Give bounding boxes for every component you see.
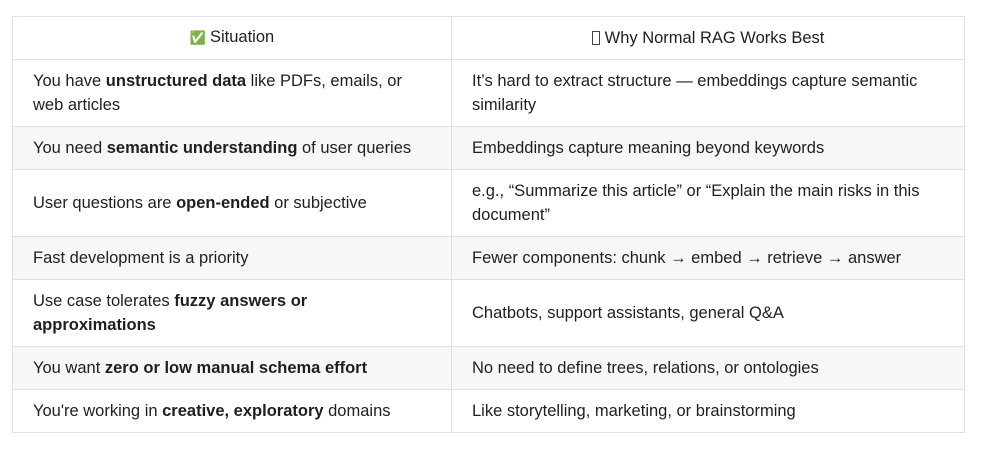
situation-emphasis: open-ended [176,194,270,212]
table-row: You want zero or low manual schema effor… [12,346,965,390]
situation-cell: You want zero or low manual schema effor… [12,346,452,390]
situation-text: or subjective [269,194,367,212]
situation-text: You need [33,139,107,157]
situation-text: of user queries [297,139,412,157]
situation-emphasis: fuzzy answers or approximations [33,292,308,334]
situation-emphasis: semantic understanding [106,139,298,157]
table-row: Use case tolerates fuzzy answers or appr… [12,279,965,347]
situation-text: Fast development is a priority [33,249,249,267]
situation-text: You're working in [33,402,163,420]
table-row: User questions are open-ended or subject… [12,169,965,237]
why-cell: e.g., “Summarize this article” or “Expla… [451,169,965,237]
header-situation: ✅Situation [12,16,452,60]
table-header: ✅Situation Why Normal RAG Works Best [12,16,965,60]
table-row: You're working in creative, exploratory … [12,389,965,433]
situation-text: Use case tolerates [33,292,175,310]
table-row: You need semantic understanding of user … [12,126,965,170]
header-situation-label: Situation [209,28,275,46]
situation-emphasis: creative, exploratory [162,402,324,420]
missing-glyph-icon [591,31,600,45]
situation-cell: You have unstructured data like PDFs, em… [12,59,452,127]
situation-text: You want [33,359,105,377]
why-cell: Embeddings capture meaning beyond keywor… [451,126,965,170]
situation-emphasis: zero or low manual schema effort [104,359,368,377]
header-why: Why Normal RAG Works Best [451,16,965,60]
situation-text: User questions are [33,194,177,212]
check-mark-icon: ✅ [189,31,206,46]
table-body: You have unstructured data like PDFs, em… [12,59,965,433]
why-cell: It’s hard to extract structure — embeddi… [451,59,965,127]
situation-text: domains [323,402,391,420]
header-why-label: Why Normal RAG Works Best [604,29,825,47]
why-cell: Fewer components: chunk → embed → retrie… [451,236,965,280]
situation-cell: You need semantic understanding of user … [12,126,452,170]
situation-cell: You're working in creative, exploratory … [12,389,452,433]
situation-emphasis: unstructured data [105,72,247,90]
situation-cell: Fast development is a priority [12,236,452,280]
why-cell: No need to define trees, relations, or o… [451,346,965,390]
situation-cell: Use case tolerates fuzzy answers or appr… [12,279,452,347]
situation-text: like PDFs, emails, or web articles [33,72,402,114]
why-cell: Like storytelling, marketing, or brainst… [451,389,965,433]
situation-cell: User questions are open-ended or subject… [12,169,452,237]
header-row: ✅Situation Why Normal RAG Works Best [12,16,965,60]
comparison-table: ✅Situation Why Normal RAG Works Best You… [12,16,965,433]
comparison-table-container: ✅Situation Why Normal RAG Works Best You… [12,16,965,433]
situation-text: You have [33,72,106,90]
table-row: Fast development is a priority Fewer com… [12,236,965,280]
why-cell: Chatbots, support assistants, general Q&… [451,279,965,347]
table-row: You have unstructured data like PDFs, em… [12,59,965,127]
